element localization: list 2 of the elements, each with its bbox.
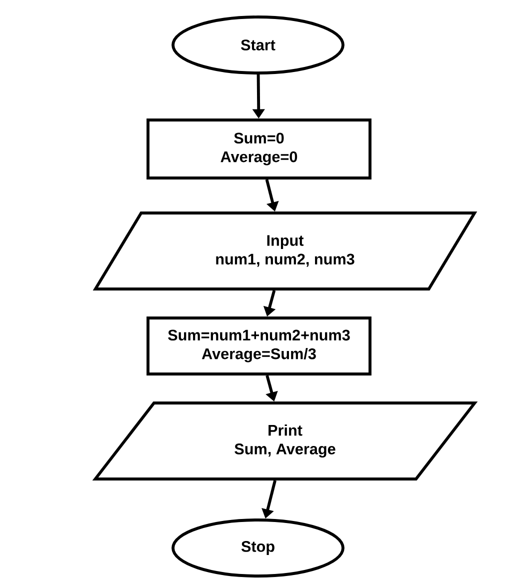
process-box: Sum=num1+num2+num3 Average=Sum/3	[146, 316, 372, 376]
process-box: Sum=0 Average=0	[146, 118, 372, 180]
